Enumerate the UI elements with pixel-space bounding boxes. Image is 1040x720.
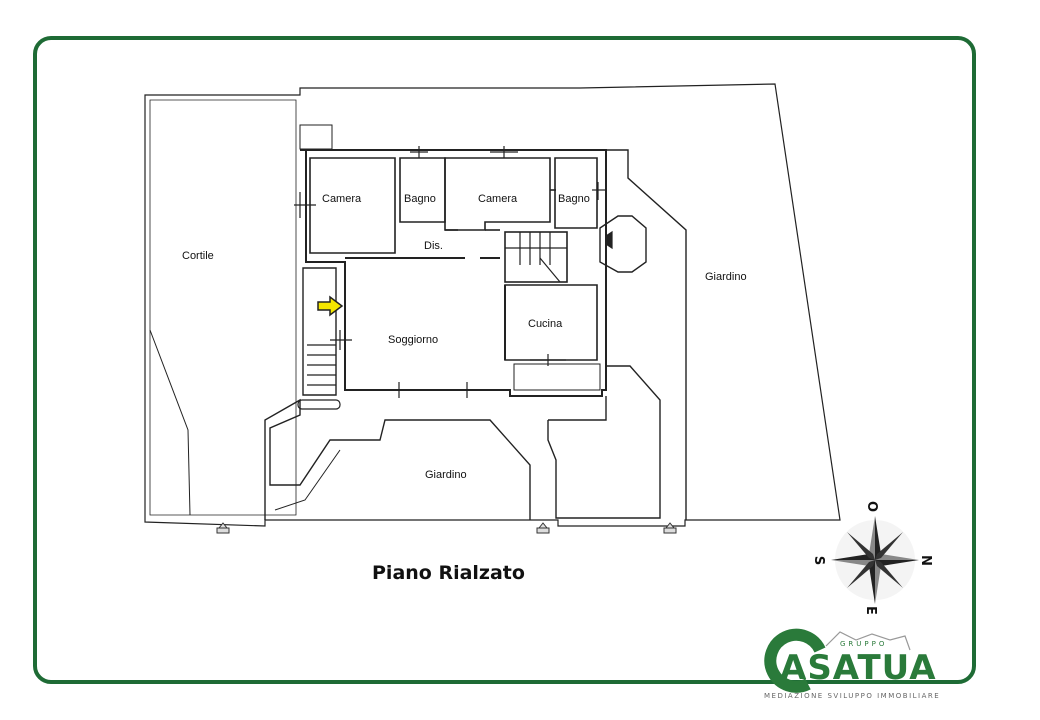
room-label-giardino: Giardino	[705, 271, 747, 283]
house-walls	[300, 149, 607, 397]
room-label-camera: Camera	[478, 193, 518, 205]
compass-west-label: O	[864, 500, 880, 513]
compass-north-label: N	[917, 555, 933, 566]
entrance-marker	[216, 522, 230, 534]
compass-rose-icon	[831, 516, 919, 604]
room-label-giardino: Giardino	[425, 469, 467, 481]
logo-tagline: MEDIAZIONE SVILUPPO IMMOBILIARE	[764, 692, 941, 700]
entrance-marker	[663, 522, 677, 534]
room-label-cortile: Cortile	[182, 250, 214, 262]
logo-wordmark: ASATUA	[780, 648, 937, 688]
entrance-marker	[536, 522, 550, 534]
room-label-soggiorno: Soggiorno	[388, 334, 439, 346]
entrance-arrow-icon	[317, 295, 344, 317]
room-label-camera: Camera	[322, 193, 362, 205]
logo-icon	[764, 628, 911, 693]
room-label-bagno: Bagno	[558, 193, 590, 205]
plan-title: Piano Rialzato	[372, 562, 525, 584]
lot-boundary	[144, 83, 841, 527]
logo-group-text: GRUPPO	[840, 640, 888, 648]
room-label-cucina: Cucina	[528, 318, 563, 330]
room-label-dis: Dis.	[424, 240, 443, 252]
compass-south-label: S	[811, 555, 827, 566]
page-frame	[33, 36, 976, 684]
compass-east-label: E	[862, 606, 878, 615]
lower-garden-walls	[264, 398, 531, 520]
room-label-bagno: Bagno	[404, 193, 436, 205]
